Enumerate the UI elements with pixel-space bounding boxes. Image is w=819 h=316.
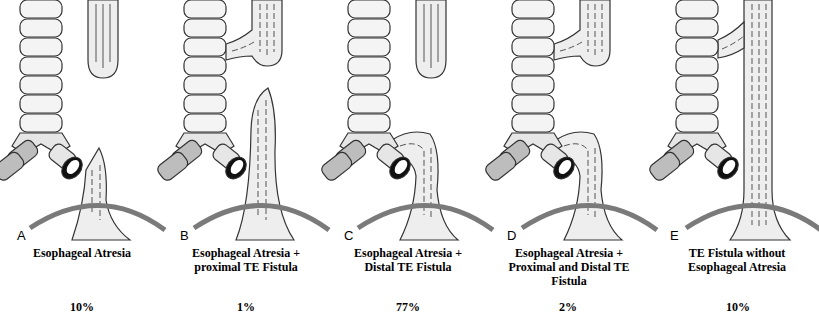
panel-d-illustration xyxy=(483,0,657,240)
panel-e-illustration xyxy=(647,0,819,240)
panel-letter: D xyxy=(507,229,523,243)
frequency-percent: 2% xyxy=(528,300,608,314)
panel-letter: B xyxy=(180,229,196,243)
frequency-percent: 77% xyxy=(368,300,448,314)
type-caption: Esophageal Atresia + Distal TE Fistula xyxy=(340,246,476,274)
frequency-percent: 10% xyxy=(698,300,778,314)
panel-c-illustration xyxy=(319,0,493,240)
type-caption: TE Fistula without Esophageal Atresia xyxy=(662,246,812,274)
type-caption: Esophageal Atresia + Proximal and Distal… xyxy=(496,246,642,288)
type-caption: Esophageal Atresia xyxy=(12,246,152,260)
frequency-percent: 1% xyxy=(206,300,286,314)
panel-a-illustration xyxy=(0,0,165,240)
panel-b-illustration xyxy=(155,0,329,240)
panel-letter: A xyxy=(17,229,33,243)
panel-letter: E xyxy=(670,229,686,243)
panel-letter: C xyxy=(344,229,360,243)
frequency-percent: 10% xyxy=(42,300,122,314)
type-caption: Esophageal Atresia + proximal TE Fistula xyxy=(176,246,316,274)
